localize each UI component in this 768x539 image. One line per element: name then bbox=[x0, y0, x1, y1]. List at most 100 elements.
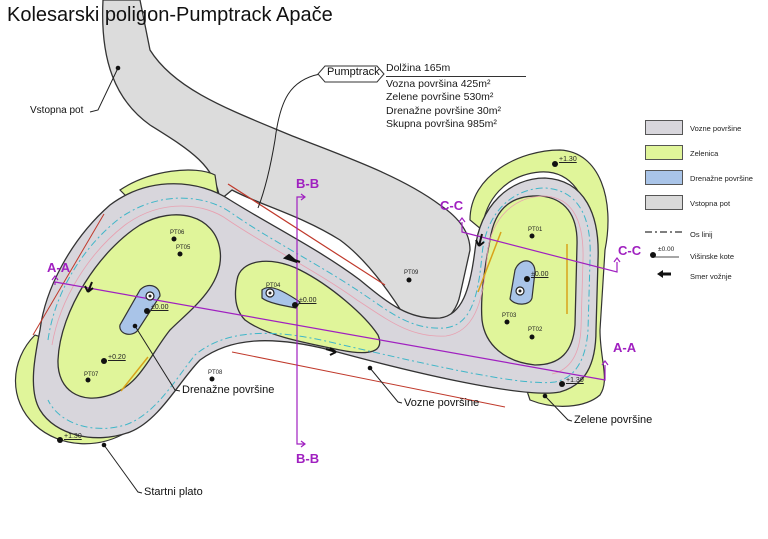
section-line-bb bbox=[296, 196, 305, 445]
legend-label: Vozne površine bbox=[690, 124, 742, 133]
elevation-marker bbox=[552, 161, 558, 167]
elevation-label: +1.30 bbox=[64, 433, 82, 440]
point-label: PT08 bbox=[208, 370, 223, 376]
survey-point bbox=[529, 334, 535, 340]
survey-point bbox=[171, 236, 177, 242]
elevation-point-icon bbox=[650, 252, 679, 258]
section-label-cc-right: C-C bbox=[618, 243, 642, 258]
page-title: Kolesarski poligon-Pumptrack Apače bbox=[7, 4, 333, 26]
section-arrow-icon bbox=[613, 257, 621, 263]
elevation-label: +1.30 bbox=[559, 156, 577, 163]
dimension-line bbox=[227, 183, 386, 286]
elevation-marker bbox=[524, 276, 530, 282]
section-line-aa bbox=[54, 281, 606, 381]
elevation-label: ±0.00 bbox=[299, 297, 317, 304]
legend-label: Drenažne površine bbox=[690, 174, 753, 183]
callout-drenazne: Drenažne površine bbox=[182, 384, 275, 396]
elevation-marker bbox=[144, 308, 150, 314]
drain-grate-icon bbox=[265, 288, 275, 298]
legend-label: Zelenica bbox=[690, 149, 719, 158]
callout-vozne: Vozne površine bbox=[404, 397, 480, 409]
dimension-line bbox=[32, 213, 105, 336]
section-arrow-icon bbox=[601, 360, 609, 366]
elevation-label: ±0.00 bbox=[151, 304, 169, 311]
callout-dot bbox=[101, 442, 107, 448]
callout-dot bbox=[542, 393, 548, 399]
leader-zelene bbox=[544, 395, 573, 422]
section-line-cc bbox=[461, 222, 618, 273]
survey-point bbox=[209, 376, 215, 382]
section-arrow-icon bbox=[300, 193, 306, 201]
section-label-cc-left: C-C bbox=[440, 198, 464, 213]
legend-elev-value: ±0.00 bbox=[658, 246, 675, 253]
leader-pumptrack bbox=[257, 73, 321, 209]
track-inner-line bbox=[51, 195, 584, 375]
survey-point bbox=[85, 377, 91, 383]
arrow-left-icon bbox=[657, 270, 671, 278]
elevation-marker bbox=[57, 437, 63, 443]
axis-line bbox=[47, 187, 591, 429]
callout-startni-plato: Startni plato bbox=[144, 486, 203, 498]
dash-dot-line-icon bbox=[645, 231, 683, 233]
drain-grate-icon bbox=[145, 291, 155, 301]
section-arrow-icon bbox=[300, 440, 306, 448]
callout-vstopna-pot: Vstopna pot bbox=[30, 105, 84, 116]
point-label: PT04 bbox=[266, 283, 281, 289]
elevation-label: +1.30 bbox=[566, 377, 584, 384]
legend-label: Os linij bbox=[690, 230, 713, 239]
legend-label: Višinske kote bbox=[690, 252, 735, 261]
green-band-right bbox=[469, 149, 609, 407]
stat-green-area: Zelene površine 530m² bbox=[386, 91, 494, 103]
survey-point bbox=[529, 233, 535, 239]
survey-point bbox=[504, 319, 510, 325]
point-label: PT02 bbox=[528, 327, 543, 333]
survey-point bbox=[177, 251, 183, 257]
direction-arrow-icon bbox=[325, 347, 337, 356]
point-label: PT06 bbox=[170, 230, 185, 236]
green-island-middle bbox=[234, 260, 381, 354]
section-label-aa-right: A-A bbox=[613, 340, 637, 355]
callout-dot bbox=[132, 323, 138, 329]
legend-swatch bbox=[645, 195, 683, 210]
pumptrack-tag-box bbox=[317, 65, 385, 83]
dimension-line bbox=[231, 351, 506, 408]
elevation-marker bbox=[101, 358, 107, 364]
dimension-line-orange bbox=[477, 231, 502, 293]
elevation-label: ±0.00 bbox=[531, 271, 549, 278]
callout-dot bbox=[367, 365, 373, 371]
legend-label: Vstopna pot bbox=[690, 199, 731, 208]
point-label: PT03 bbox=[502, 313, 517, 319]
section-label-bb-top: B-B bbox=[296, 176, 320, 191]
leader-startni bbox=[103, 444, 143, 494]
elevation-marker bbox=[559, 381, 565, 387]
point-label: PT09 bbox=[404, 270, 419, 276]
legend-label: Smer vožnje bbox=[690, 272, 732, 281]
section-arrow-icon bbox=[458, 217, 466, 223]
stats-block: Dolžina 165m Vozna površina 425m² Zelene… bbox=[386, 62, 526, 132]
direction-arrow-icon bbox=[84, 281, 94, 293]
point-label: PT07 bbox=[84, 372, 99, 378]
legend-swatch bbox=[645, 170, 683, 185]
dimension-line-orange bbox=[120, 356, 149, 392]
leader-vstopna bbox=[89, 67, 119, 113]
pumptrack-tag-label: Pumptrack bbox=[327, 66, 380, 78]
elevation-marker bbox=[292, 302, 298, 308]
section-label-bb-bottom: B-B bbox=[296, 451, 320, 466]
direction-arrow-icon bbox=[282, 253, 301, 263]
callout-dot bbox=[115, 65, 121, 71]
leader-vozne bbox=[369, 367, 403, 404]
stat-total-area: Skupna površina 985m² bbox=[386, 118, 497, 130]
point-label: PT05 bbox=[176, 245, 191, 251]
stat-drain-area: Drenažne površine 30m² bbox=[386, 104, 501, 117]
section-label-aa-left: A-A bbox=[47, 260, 71, 275]
survey-point bbox=[406, 277, 412, 283]
callout-zelene: Zelene površine bbox=[574, 414, 653, 426]
elevation-label: +0.20 bbox=[108, 354, 126, 361]
stat-length: Dolžina 165m bbox=[386, 62, 526, 77]
leader-drenazne bbox=[134, 325, 181, 392]
stat-riding-area: Vozna površina 425m² bbox=[386, 77, 491, 90]
drain-grate-icon bbox=[515, 286, 525, 296]
point-label: PT01 bbox=[528, 227, 543, 233]
